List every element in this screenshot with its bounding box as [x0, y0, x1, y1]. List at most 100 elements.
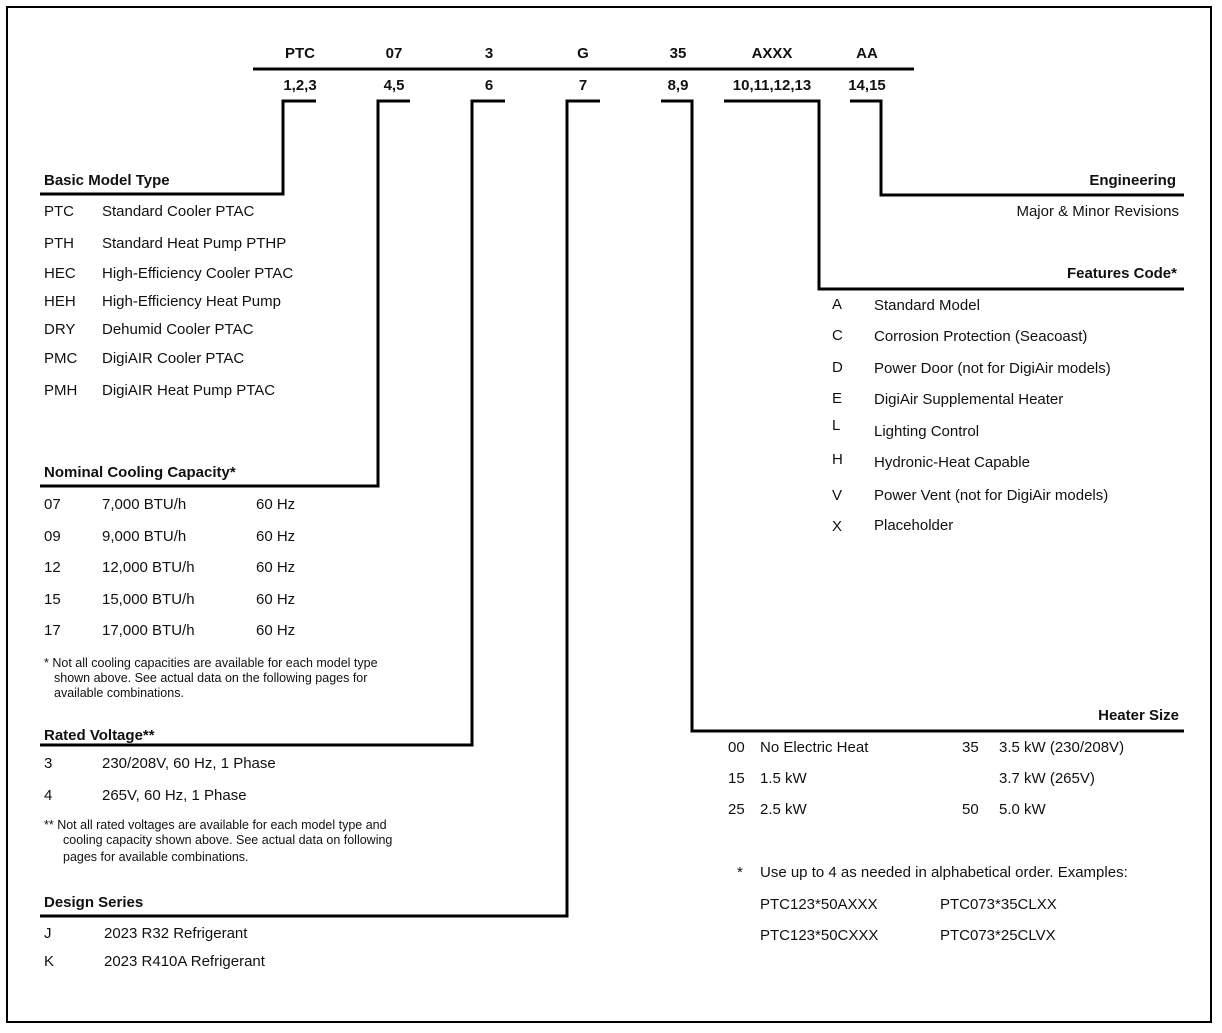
cooling-btu: 7,000 BTU/h — [102, 496, 187, 513]
heater-desc: 2.5 kW — [760, 801, 807, 818]
voltage-title: Rated Voltage** — [44, 727, 155, 744]
cooling-hz: 60 Hz — [256, 528, 296, 545]
connector-basic-model — [40, 99, 316, 196]
voltage-note: ** Not all rated voltages are available … — [44, 818, 387, 832]
basic-model-code: HEH — [44, 293, 76, 310]
basic-model-desc: High-Efficiency Cooler PTAC — [102, 265, 294, 282]
features-desc: DigiAir Supplemental Heater — [874, 391, 1064, 408]
heater-code: 50 — [962, 801, 979, 818]
features-code: D — [832, 359, 843, 376]
connector-cooling — [40, 99, 410, 488]
basic-model-title: Basic Model Type — [44, 172, 170, 189]
voltage-note: pages for available combinations. — [63, 850, 249, 864]
diagram-frame — [6, 6, 1212, 1023]
cooling-code: 15 — [44, 591, 61, 608]
cooling-btu: 17,000 BTU/h — [102, 622, 195, 639]
heater-code: 00 — [728, 739, 745, 756]
cooling-code: 17 — [44, 622, 61, 639]
basic-model-desc: DigiAIR Cooler PTAC — [102, 350, 245, 367]
design-code: K — [44, 953, 55, 970]
pos-8-9: 8,9 — [667, 77, 689, 94]
features-desc: Hydronic-Heat Capable — [874, 454, 1030, 471]
cooling-code: 09 — [44, 528, 61, 545]
basic-model-desc: Standard Heat Pump PTHP — [102, 235, 287, 252]
example-code: PTC073*35CLXX — [940, 896, 1057, 913]
footnote-star: * — [737, 864, 743, 881]
cooling-code: 07 — [44, 496, 61, 513]
pos-14-15: 14,15 — [848, 77, 886, 94]
heater-desc: 3.7 kW (265V) — [999, 770, 1095, 787]
features-desc: Power Vent (not for DigiAir models) — [874, 487, 1109, 504]
cooling-hz: 60 Hz — [256, 622, 296, 639]
features-code: V — [832, 487, 843, 504]
design-title: Design Series — [44, 894, 144, 911]
basic-model-code: HEC — [44, 265, 76, 282]
features-desc: Power Door (not for DigiAir models) — [874, 360, 1111, 377]
cooling-code: 12 — [44, 559, 61, 576]
voltage-code: 4 — [44, 787, 53, 804]
connector-features — [724, 99, 1184, 291]
heater-title: Heater Size — [1098, 707, 1179, 724]
basic-model-desc: Standard Cooler PTAC — [102, 203, 255, 220]
code-axxx: AXXX — [751, 45, 793, 62]
code-g: G — [577, 45, 589, 62]
code-aa: AA — [856, 45, 878, 62]
cooling-note: shown above. See actual data on the foll… — [54, 671, 368, 685]
features-code: X — [832, 518, 843, 535]
code-3: 3 — [484, 45, 494, 62]
pos-10-13: 10,11,12,13 — [732, 77, 812, 94]
features-desc: Corrosion Protection (Seacoast) — [874, 328, 1088, 345]
connector-heater — [661, 99, 1184, 733]
features-code: A — [832, 296, 843, 313]
heater-desc: 1.5 kW — [760, 770, 807, 787]
design-desc: 2023 R32 Refrigerant — [104, 925, 248, 942]
cooling-hz: 60 Hz — [256, 496, 296, 513]
features-title: Features Code* — [1066, 265, 1177, 282]
cooling-hz: 60 Hz — [256, 591, 296, 608]
basic-model-code: DRY — [44, 321, 76, 338]
cooling-note: * Not all cooling capacities are availab… — [44, 656, 378, 670]
basic-model-code: PMH — [44, 382, 78, 399]
heater-code: 25 — [728, 801, 745, 818]
design-desc: 2023 R410A Refrigerant — [104, 953, 265, 970]
footnote-text: Use up to 4 as needed in alphabetical or… — [760, 864, 1128, 881]
features-desc: Standard Model — [874, 297, 980, 314]
engineering-title: Engineering — [1089, 172, 1176, 189]
features-desc: Placeholder — [874, 517, 954, 534]
design-code: J — [44, 925, 52, 942]
basic-model-desc: DigiAIR Heat Pump PTAC — [102, 382, 276, 399]
pos-1-3: 1,2,3 — [283, 77, 317, 94]
code-ptc: PTC — [285, 45, 315, 62]
heater-code: 15 — [728, 770, 745, 787]
voltage-code: 3 — [44, 755, 53, 772]
basic-model-code: PTH — [44, 235, 74, 252]
voltage-desc: 265V, 60 Hz, 1 Phase — [102, 787, 247, 804]
engineering-desc: Major & Minor Revisions — [1016, 203, 1179, 220]
cooling-title: Nominal Cooling Capacity* — [44, 464, 236, 481]
cooling-hz: 60 Hz — [256, 559, 296, 576]
features-code: L — [832, 417, 841, 434]
example-code: PTC123*50AXXX — [760, 896, 878, 913]
heater-desc: No Electric Heat — [760, 739, 869, 756]
example-code: PTC073*25CLVX — [940, 927, 1056, 944]
features-code: C — [832, 327, 843, 344]
cooling-btu: 9,000 BTU/h — [102, 528, 187, 545]
pos-4-5: 4,5 — [383, 77, 405, 94]
heater-desc: 5.0 kW — [999, 801, 1046, 818]
pos-7: 7 — [578, 77, 588, 94]
basic-model-desc: High-Efficiency Heat Pump — [102, 293, 281, 310]
basic-model-desc: Dehumid Cooler PTAC — [102, 321, 254, 338]
features-code: E — [832, 390, 843, 407]
cooling-note: available combinations. — [54, 686, 184, 700]
code-07: 07 — [385, 45, 403, 62]
features-desc: Lighting Control — [874, 423, 980, 440]
connector-design — [40, 99, 600, 918]
cooling-btu: 15,000 BTU/h — [102, 591, 195, 608]
cooling-btu: 12,000 BTU/h — [102, 559, 195, 576]
code-35: 35 — [669, 45, 687, 62]
pos-6: 6 — [484, 77, 494, 94]
heater-code: 35 — [962, 739, 979, 756]
voltage-desc: 230/208V, 60 Hz, 1 Phase — [102, 755, 276, 772]
connector-voltage — [40, 99, 505, 747]
